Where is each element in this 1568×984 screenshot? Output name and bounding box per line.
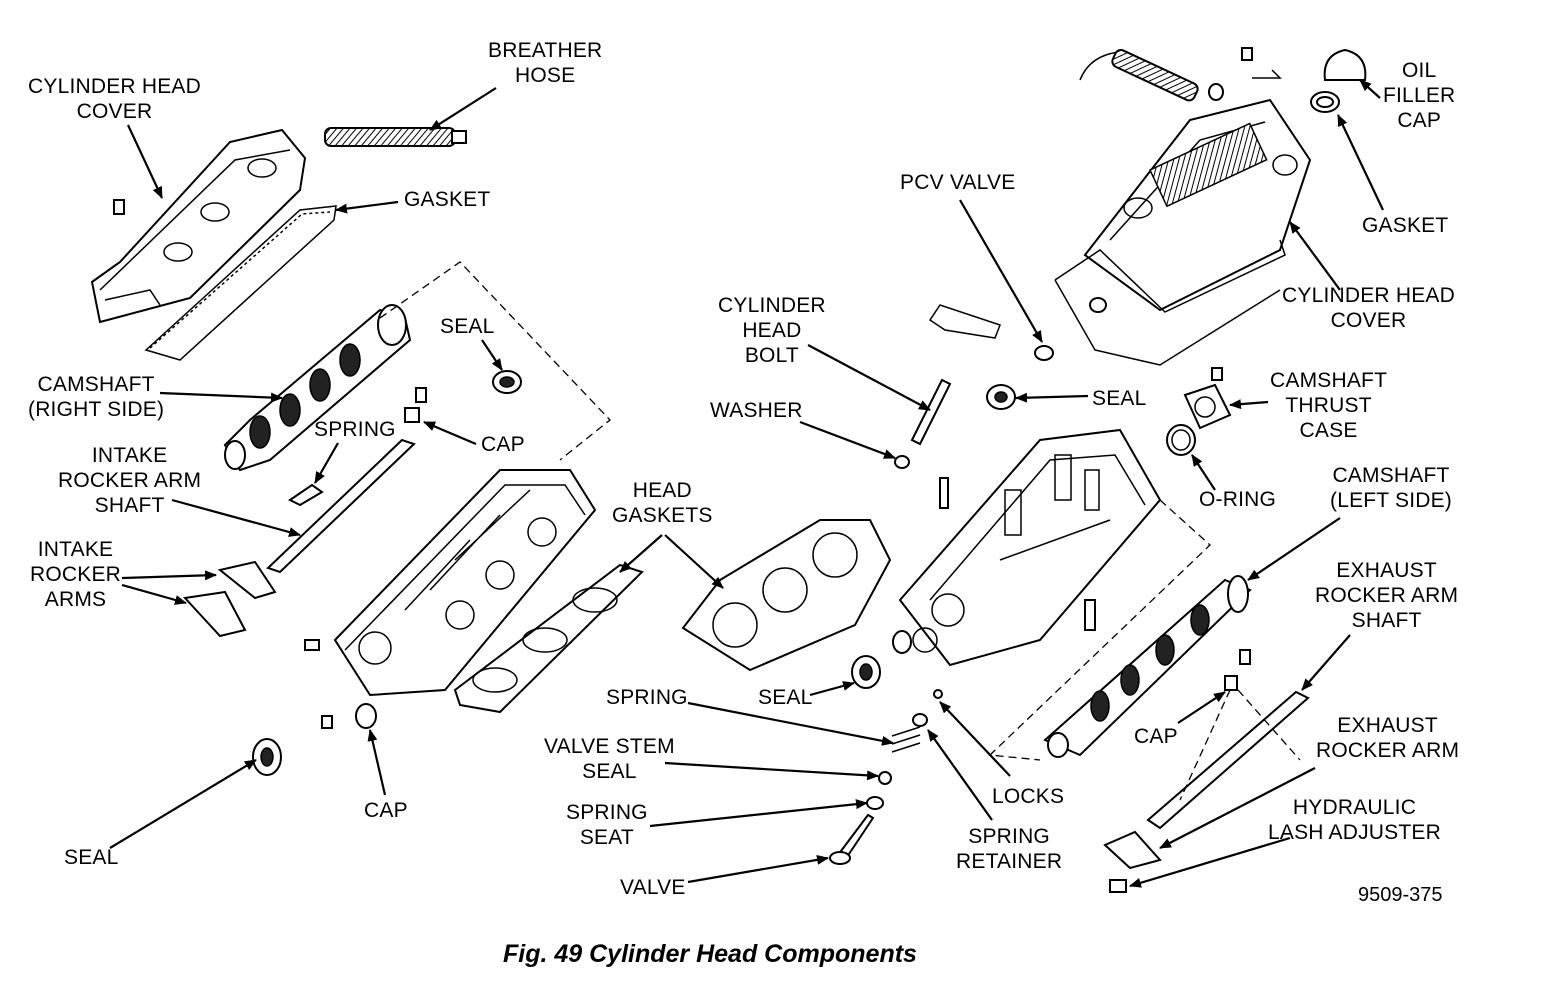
label-spring-retainer: SPRING RETAINER: [956, 825, 1063, 873]
camshaft-thrust-case-part: [1183, 367, 1232, 430]
pcv-valve-part: [928, 304, 1054, 361]
label-gasket-right: GASKET: [1362, 214, 1449, 237]
label-cap-upper-left: CAP: [481, 433, 525, 456]
label-spring-left: SPRING: [314, 418, 396, 441]
label-intake-rocker-arms: INTAKE ROCKER ARMS: [30, 538, 122, 611]
cylinder-head-right-part: [898, 428, 1162, 667]
label-seal-center: SEAL: [758, 686, 813, 709]
label-cylinder-head-cover-left: CYLINDER HEAD COVER: [28, 75, 201, 123]
seal-center-top-part: [986, 384, 1016, 410]
cylinder-head-left-part: [333, 469, 597, 697]
figure-caption: Fig. 49 Cylinder Head Components: [503, 940, 917, 968]
hydraulic-lash-adjuster-part: [1109, 879, 1127, 893]
intake-rocker-arm-shaft-part: [266, 438, 416, 574]
label-breather-hose: BREATHER HOSE: [488, 39, 603, 87]
spring-left-part: [288, 483, 324, 507]
spring-seat-part: [866, 796, 884, 810]
label-seal-center-top: SEAL: [1092, 387, 1147, 410]
valve-spring-part: [891, 689, 943, 753]
cap-upper-left-part: [404, 387, 427, 423]
cylinder-head-bolt-part: [894, 378, 952, 509]
head-gasket-center-part: [681, 519, 892, 672]
cylinder-head-cover-left-part: [90, 128, 307, 324]
camshaft-right-side-part: [223, 304, 412, 472]
seal-bottom-left-part: [252, 738, 282, 776]
label-cap-lower-left: CAP: [364, 799, 408, 822]
label-oil-filler-cap: OIL FILLER CAP: [1383, 59, 1456, 132]
label-camshaft-right-side: CAMSHAFT (RIGHT SIDE): [28, 373, 165, 421]
label-exhaust-rocker-arm: EXHAUST ROCKER ARM: [1316, 714, 1460, 762]
label-camshaft-thrust-case: CAMSHAFT THRUST CASE: [1270, 369, 1388, 442]
seal-top-left-part: [492, 370, 522, 394]
label-cylinder-head-cover-right: CYLINDER HEAD COVER: [1282, 284, 1455, 332]
valve-part: [829, 813, 875, 865]
head-gasket-left-part: [453, 563, 644, 714]
label-hydraulic-lash-adjuster: HYDRAULIC LASH ADJUSTER: [1268, 796, 1441, 844]
label-intake-rocker-arm-shaft: INTAKE ROCKER ARM SHAFT: [58, 444, 202, 517]
cover-gasket-left-part: [144, 205, 337, 361]
label-spring-center: SPRING: [606, 686, 688, 709]
cover-gasket-right-part: [1054, 239, 1286, 366]
alignment-lines: [379, 261, 1301, 801]
label-cap-right: CAP: [1134, 725, 1178, 748]
cap-lower-left-part: [304, 639, 377, 729]
o-ring-part: [1166, 424, 1196, 456]
exhaust-rocker-arm-part: [1103, 830, 1162, 870]
figure-code: 9509-375: [1358, 884, 1443, 906]
label-head-gaskets: HEAD GASKETS: [612, 479, 713, 527]
exhaust-rocker-arm-shaft-part: [1146, 649, 1310, 830]
breather-hose-left-part: [324, 127, 467, 147]
label-spring-seat: SPRING SEAT: [566, 801, 648, 849]
label-seal-top-left: SEAL: [440, 315, 495, 338]
label-valve: VALVE: [620, 876, 686, 899]
intake-rocker-arms-part: [182, 560, 277, 638]
label-washer: WASHER: [710, 399, 803, 422]
label-valve-stem-seal: VALVE STEM SEAL: [544, 735, 675, 783]
label-cylinder-head-bolt: CYLINDER HEAD BOLT: [718, 294, 826, 367]
cylinder-head-cover-right-part: [1083, 98, 1312, 312]
leader-lines: [109, 79, 1384, 888]
label-seal-bottom-left: SEAL: [64, 846, 119, 869]
valve-stem-seal-part: [878, 771, 892, 785]
breather-hose-right-part: [1079, 47, 1282, 102]
seal-center-part: [851, 630, 912, 689]
label-locks: LOCKS: [992, 785, 1065, 808]
label-gasket-left: GASKET: [404, 188, 491, 211]
label-o-ring: O-RING: [1199, 488, 1277, 511]
label-pcv-valve: PCV VALVE: [900, 171, 1016, 194]
label-exhaust-rocker-arm-shaft: EXHAUST ROCKER ARM SHAFT: [1315, 559, 1459, 632]
oil-filler-cap-part: [1310, 48, 1367, 113]
label-camshaft-left-side: CAMSHAFT (LEFT SIDE): [1330, 464, 1452, 512]
camshaft-left-side-part: [1043, 575, 1252, 758]
